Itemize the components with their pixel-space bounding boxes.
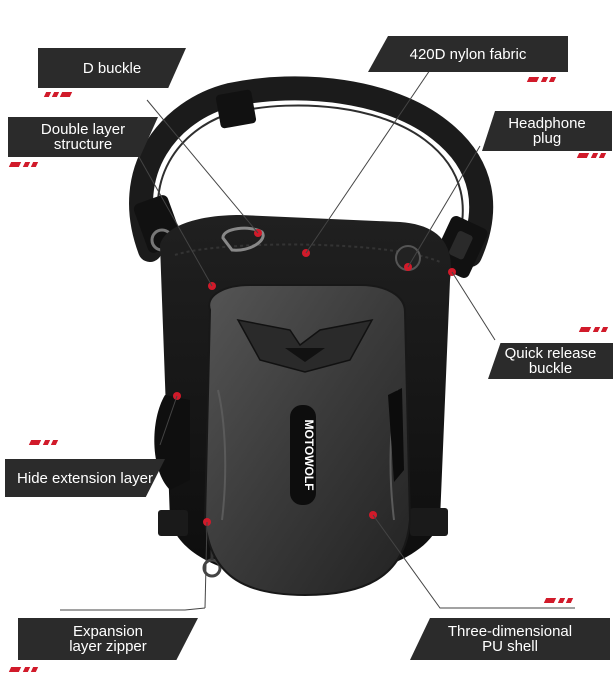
label-hide-extension-text: Hide extension layer [17,469,153,487]
accent-dash-d-buckle [43,92,75,97]
label-fabric-text: 420D nylon fabric [409,45,527,63]
accent-dash-quick-release [578,327,610,332]
accent-dash-double-layer [8,162,40,167]
accent-dash-headphone [576,153,608,158]
brand-logo: MOTOWOLF [302,419,316,490]
accent-dash-expansion-zipper [8,667,40,672]
label-expansion-zipper: Expansion layer zipper [18,618,198,660]
leader-lines [60,69,575,611]
label-double-layer: Double layer structure [8,117,158,157]
label-hide-extension: Hide extension layer [5,459,165,497]
label-headphone: Headphone plug [482,111,612,151]
pu-shell [203,284,412,597]
accent-dash-pu-shell [543,598,575,603]
label-pu-shell: Three-dimensional PU shell [410,618,610,660]
label-double-layer-text: Double layer structure [40,121,126,153]
accent-dash-fabric [526,77,558,82]
label-pu-shell-text: Three-dimensional PU shell [447,623,573,655]
label-expansion-zipper-text: Expansion layer zipper [69,623,147,655]
label-d-buckle-text: D buckle [82,59,142,77]
label-headphone-text: Headphone plug [508,115,586,147]
accent-dash-hide-extension [28,440,60,445]
label-quick-release-text: Quick release buckle [504,345,597,377]
label-quick-release: Quick release buckle [488,343,613,379]
label-fabric: 420D nylon fabric [368,36,568,72]
label-d-buckle: D buckle [38,48,186,88]
shoulder-strap [129,76,494,267]
